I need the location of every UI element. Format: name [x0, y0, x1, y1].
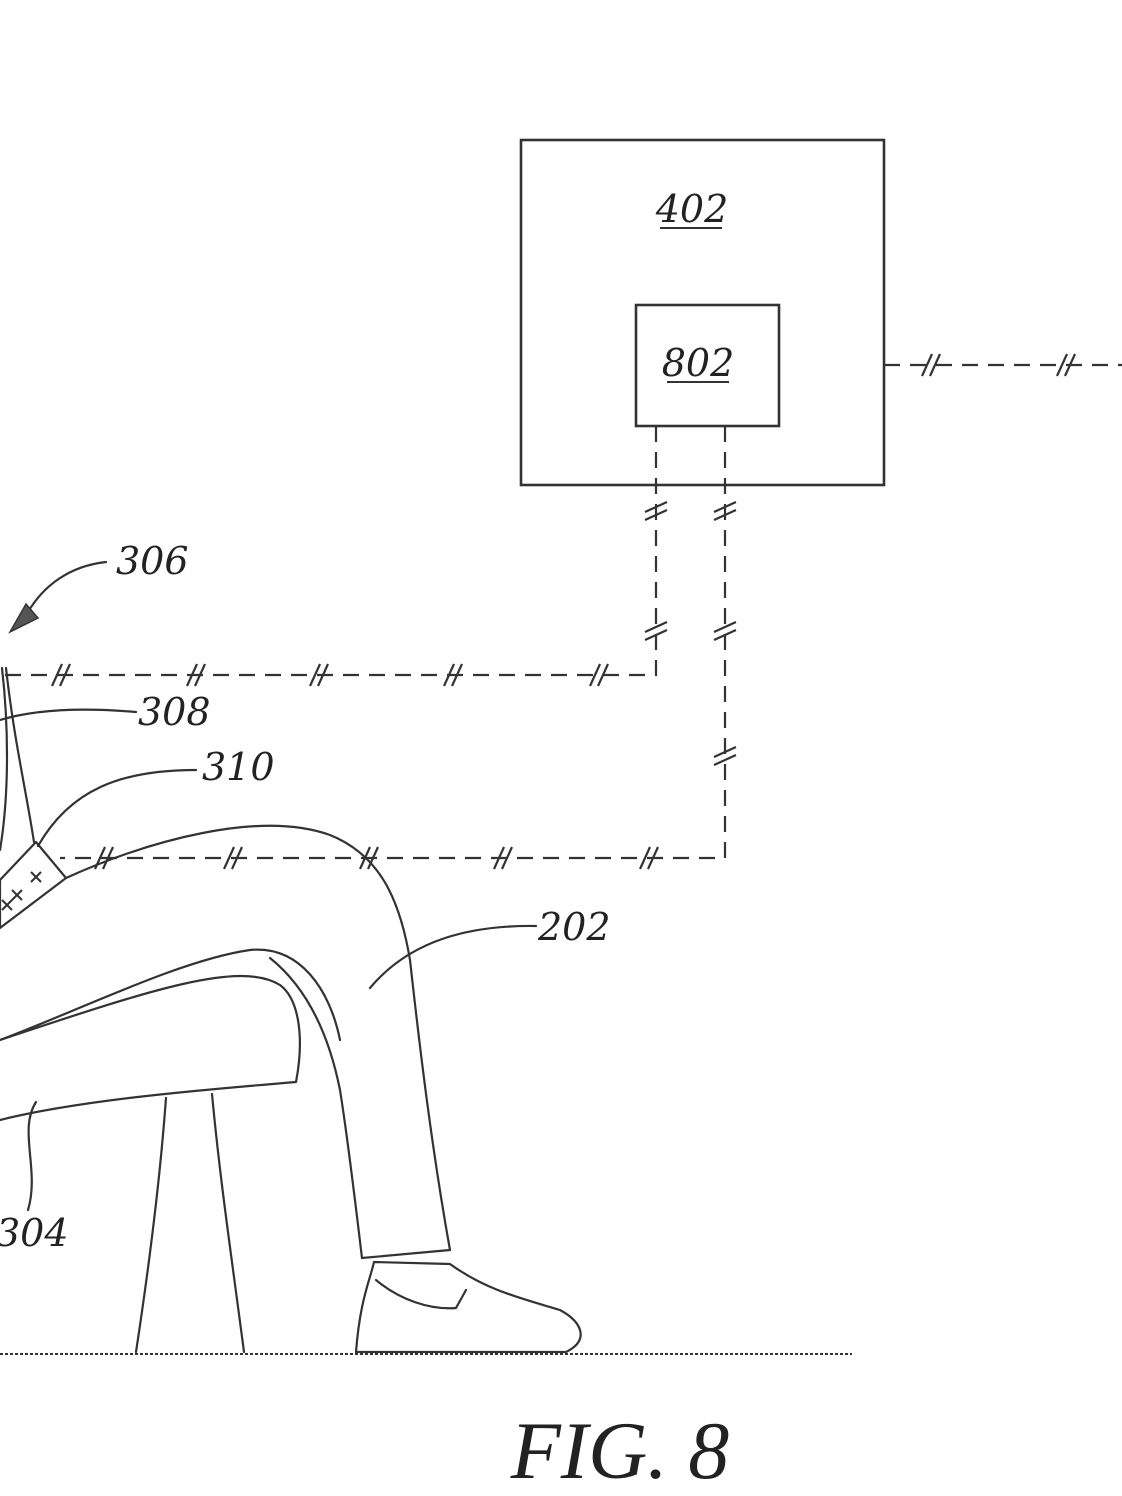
leader-308	[0, 708, 138, 722]
break-marks-vertical	[644, 500, 737, 767]
box-802-label: 802	[662, 341, 735, 385]
shin-back	[268, 956, 364, 1260]
shin-front	[408, 958, 452, 1252]
shoe	[354, 1260, 582, 1354]
thigh-upper-outline	[64, 824, 412, 962]
leader-304	[26, 1100, 38, 1212]
pant-cuff	[360, 1248, 452, 1260]
box-402-label: 402	[655, 187, 729, 231]
break-marks-lower-horizontal	[93, 846, 660, 870]
label-202: 202	[537, 905, 611, 949]
label-308: 308	[138, 690, 211, 734]
break-marks-upper-horizontal	[50, 663, 610, 687]
connection-802-to-310	[60, 426, 727, 860]
connection-802-to-306	[0, 426, 658, 677]
seat-cushion	[0, 974, 301, 1122]
torso-strap	[0, 666, 9, 852]
label-306: 306	[116, 539, 189, 583]
torso-edge	[4, 666, 36, 844]
figure-caption: FIG. 8	[510, 1405, 730, 1496]
seat-pedestal-right	[210, 1092, 246, 1354]
thigh-lower-outline	[0, 948, 342, 1042]
arrow-306-shaft	[26, 560, 108, 614]
shoe-tongue	[374, 1278, 468, 1310]
leader-310	[36, 768, 198, 848]
leader-202	[368, 924, 538, 990]
arrow-306-head	[8, 602, 40, 634]
sensor-pad-marks	[1, 871, 42, 911]
label-310: 310	[202, 745, 275, 789]
label-304: 304	[0, 1211, 69, 1255]
break-marks-right	[920, 353, 1077, 377]
seat-pedestal-left	[134, 1096, 168, 1354]
box-802	[634, 303, 781, 428]
sensor-pad-310	[0, 840, 68, 930]
